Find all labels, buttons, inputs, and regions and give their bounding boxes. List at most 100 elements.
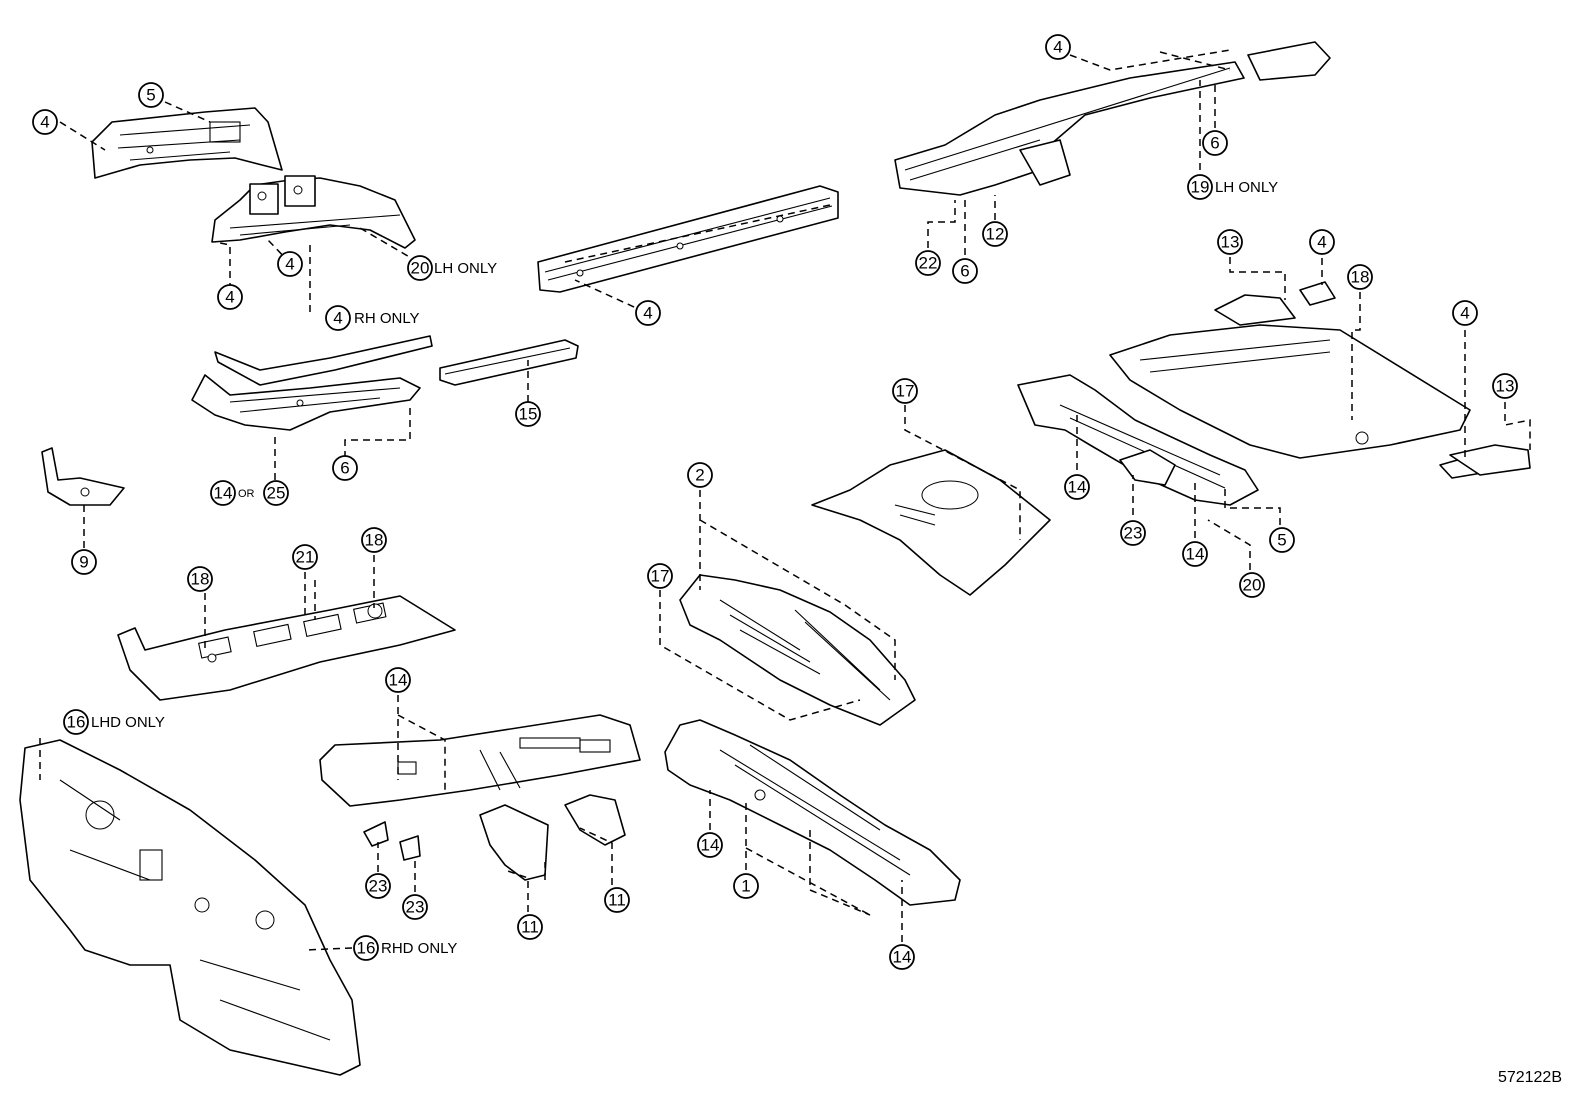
note-lh-only-19: LH ONLY bbox=[1215, 179, 1278, 196]
bracket-drawing bbox=[41, 447, 125, 506]
svg-text:14: 14 bbox=[389, 671, 408, 690]
svg-text:4: 4 bbox=[333, 309, 342, 328]
svg-text:23: 23 bbox=[369, 877, 388, 896]
callout-13: 13 bbox=[1217, 229, 1243, 255]
note-rh-only-4: RH ONLY bbox=[354, 310, 420, 327]
svg-text:6: 6 bbox=[960, 262, 969, 281]
svg-text:4: 4 bbox=[1053, 38, 1062, 57]
callout-4: 4 bbox=[32, 109, 58, 135]
rear-floor-pan-drawing bbox=[1109, 324, 1471, 459]
svg-text:13: 13 bbox=[1496, 377, 1515, 396]
front-floor-side-member-drawing bbox=[664, 719, 961, 906]
rear-floor-side-member-drawing bbox=[894, 41, 1331, 196]
callout-5: 5 bbox=[138, 82, 164, 108]
svg-text:18: 18 bbox=[1351, 268, 1370, 287]
rear-brackets-drawing bbox=[1214, 281, 1531, 479]
svg-text:2: 2 bbox=[695, 466, 704, 485]
diagram-reference-code: 572122B bbox=[1497, 1069, 1562, 1086]
svg-text:14: 14 bbox=[1068, 478, 1087, 497]
callout-4: 4 bbox=[325, 305, 351, 331]
svg-text:11: 11 bbox=[608, 891, 626, 910]
callout-14: 14 bbox=[1064, 474, 1090, 500]
callout-4: 4 bbox=[277, 251, 303, 277]
callout-16: 16 bbox=[63, 709, 89, 735]
svg-text:17: 17 bbox=[651, 567, 670, 586]
svg-text:14: 14 bbox=[701, 836, 720, 855]
svg-text:20: 20 bbox=[411, 259, 430, 278]
svg-text:5: 5 bbox=[1277, 531, 1286, 550]
svg-text:12: 12 bbox=[986, 225, 1005, 244]
callout-4: 4 bbox=[217, 284, 243, 310]
svg-text:6: 6 bbox=[1210, 134, 1219, 153]
svg-text:23: 23 bbox=[1124, 524, 1143, 543]
callout-2: 2 bbox=[687, 462, 713, 488]
callout-17: 17 bbox=[647, 563, 673, 589]
callout-4: 4 bbox=[1309, 229, 1335, 255]
svg-text:4: 4 bbox=[225, 288, 234, 307]
callout-20: 20 bbox=[1239, 572, 1265, 598]
callout-6: 6 bbox=[332, 455, 358, 481]
front-apron-drawing bbox=[211, 175, 416, 249]
rear-floor-pan-front-drawing bbox=[811, 449, 1051, 596]
small-brackets-drawing bbox=[363, 821, 421, 861]
front-floor-pan-drawing bbox=[117, 595, 456, 701]
callout-1: 1 bbox=[733, 873, 759, 899]
svg-text:14: 14 bbox=[214, 484, 233, 503]
front-side-member-upper-drawing bbox=[91, 107, 283, 179]
dash-panel-drawing bbox=[19, 739, 361, 1076]
cowl-panel-drawing bbox=[319, 714, 641, 807]
callout-16: 16 bbox=[353, 935, 379, 961]
apron-brackets-drawing bbox=[479, 794, 626, 881]
svg-text:20: 20 bbox=[1243, 576, 1262, 595]
callout-13: 13 bbox=[1492, 373, 1518, 399]
callout-6: 6 bbox=[1202, 130, 1228, 156]
callout-23: 23 bbox=[365, 873, 391, 899]
callout-25: 25 bbox=[263, 480, 289, 506]
svg-text:5: 5 bbox=[146, 86, 155, 105]
leader-lines bbox=[39, 49, 1531, 951]
svg-text:4: 4 bbox=[643, 304, 652, 323]
callout-22: 22 bbox=[915, 250, 941, 276]
svg-text:25: 25 bbox=[267, 484, 286, 503]
svg-text:15: 15 bbox=[519, 405, 538, 424]
callout-12: 12 bbox=[982, 221, 1008, 247]
callout-14: 14 bbox=[385, 667, 411, 693]
callout-14: 14 bbox=[697, 832, 723, 858]
svg-text:21: 21 bbox=[296, 548, 315, 567]
callout-20: 20 bbox=[407, 255, 433, 281]
callout-18: 18 bbox=[1347, 264, 1373, 290]
callout-5: 5 bbox=[1269, 527, 1295, 553]
svg-text:17: 17 bbox=[896, 382, 915, 401]
callout-18: 18 bbox=[361, 527, 387, 553]
callout-14: 14 bbox=[210, 480, 236, 506]
svg-text:11: 11 bbox=[521, 918, 539, 937]
note-or: OR bbox=[238, 488, 255, 500]
callout-21: 21 bbox=[292, 544, 318, 570]
note-lhd-only-16: LHD ONLY bbox=[91, 714, 165, 731]
rocker-reinforcement-drawing bbox=[191, 335, 433, 431]
callout-14: 14 bbox=[889, 944, 915, 970]
callout-15: 15 bbox=[515, 401, 541, 427]
rocker-panel-drawing bbox=[439, 339, 579, 386]
callout-23: 23 bbox=[402, 894, 428, 920]
callout-4: 4 bbox=[1045, 34, 1071, 60]
svg-text:23: 23 bbox=[406, 898, 425, 917]
callout-4: 4 bbox=[635, 300, 661, 326]
svg-text:1: 1 bbox=[741, 877, 750, 896]
callout-4: 4 bbox=[1452, 300, 1478, 326]
callout-9: 9 bbox=[71, 549, 97, 575]
svg-text:22: 22 bbox=[919, 254, 938, 273]
svg-text:14: 14 bbox=[893, 948, 912, 967]
svg-text:6: 6 bbox=[340, 459, 349, 478]
callout-11: 11 bbox=[517, 914, 543, 940]
callout-6: 6 bbox=[952, 258, 978, 284]
note-rhd-only-16: RHD ONLY bbox=[381, 940, 457, 957]
floor-side-rail-drawing bbox=[537, 185, 839, 293]
note-lh-only-20: LH ONLY bbox=[434, 260, 497, 277]
callout-19: 19 bbox=[1187, 174, 1213, 200]
floor-tunnel-drawing bbox=[679, 574, 916, 726]
svg-text:16: 16 bbox=[357, 939, 376, 958]
callout-14: 14 bbox=[1182, 541, 1208, 567]
svg-text:4: 4 bbox=[40, 113, 49, 132]
